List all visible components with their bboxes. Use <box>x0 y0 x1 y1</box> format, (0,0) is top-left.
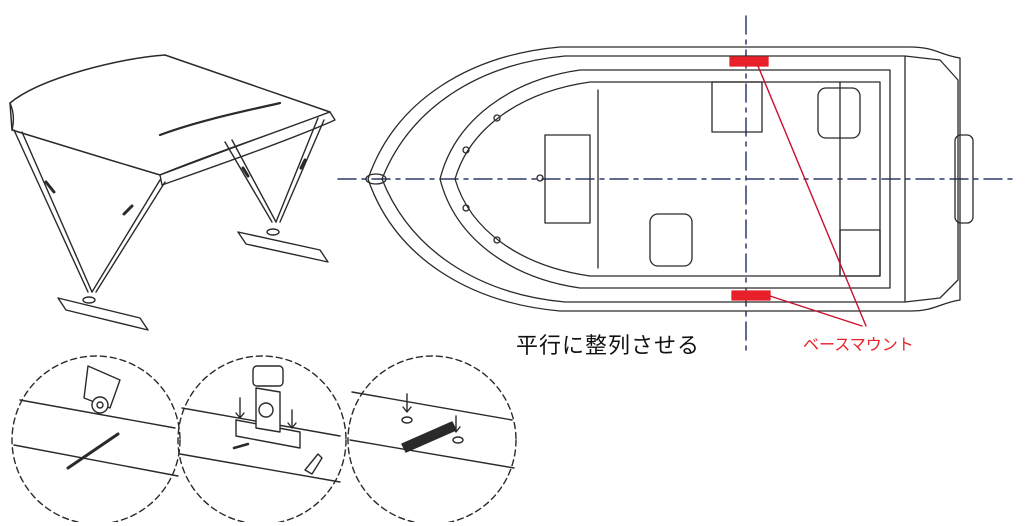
seat <box>817 87 861 139</box>
screw-hole <box>401 416 413 424</box>
bow-cleat <box>365 173 387 185</box>
frame-leg <box>91 179 161 293</box>
frame-leg <box>299 158 307 170</box>
canopy-fabric <box>9 54 331 176</box>
detail-step-1 <box>11 355 181 525</box>
frame-leg <box>241 166 250 178</box>
rear-bench <box>839 229 881 277</box>
seat <box>649 213 693 267</box>
stern-transom <box>904 55 959 303</box>
base-mount-top <box>729 56 769 67</box>
frame-leg <box>279 119 325 223</box>
console-box <box>544 134 591 224</box>
base-mount-bottom <box>731 290 771 301</box>
tube-fitting <box>96 401 104 409</box>
down-arrow-icon <box>402 393 412 413</box>
frame-leg <box>44 180 56 194</box>
canopy-seam <box>158 101 282 137</box>
down-arrow-icon <box>451 415 461 433</box>
canopy-fabric-fold <box>9 102 15 131</box>
slide-arrow-icon <box>304 453 323 475</box>
align-parallel-label: 平行に整列させる <box>516 334 701 359</box>
tube-fitting <box>91 396 109 414</box>
mount-strip <box>237 231 329 263</box>
frame-leg <box>275 117 319 223</box>
frame-leg <box>122 204 134 216</box>
deck-inner <box>454 81 881 277</box>
frame-leg <box>13 129 89 293</box>
leader-line <box>757 65 867 327</box>
outboard-motor <box>954 134 974 224</box>
mount-position-bar <box>401 421 457 453</box>
down-arrow-icon <box>287 409 297 429</box>
base-mount-label: ベースマウント <box>803 335 914 354</box>
leader-line <box>769 295 863 327</box>
seat <box>711 81 763 133</box>
mount-base <box>266 228 280 236</box>
mount-base <box>82 296 96 304</box>
deck-fitting <box>462 146 470 154</box>
gunwale <box>439 69 891 289</box>
deck-fitting <box>493 236 501 244</box>
down-arrow-icon <box>235 397 245 419</box>
screw-hole <box>452 436 464 444</box>
canopy-front-edge <box>159 111 336 186</box>
detail-step-3 <box>347 355 517 525</box>
frame-leg <box>224 141 273 223</box>
bimini-canopy-illustration <box>9 54 336 331</box>
frame-leg <box>95 181 166 293</box>
frame-tube-end <box>252 365 284 387</box>
frame-tube-end <box>83 365 121 409</box>
boat-top-view <box>337 15 1016 357</box>
deck-fitting <box>536 174 544 182</box>
detail-step-2 <box>177 355 347 525</box>
hull-outline <box>367 46 961 312</box>
deck-fitting <box>493 114 501 122</box>
mount-alignment-mark <box>66 432 120 470</box>
deck-fitting <box>462 204 470 212</box>
frame-leg <box>231 139 277 223</box>
mount-strip <box>57 297 149 331</box>
frame-leg <box>21 131 93 293</box>
deck-mount-bracket <box>255 387 281 433</box>
bracket-pivot <box>258 402 274 418</box>
hull-inner-line <box>381 55 906 303</box>
